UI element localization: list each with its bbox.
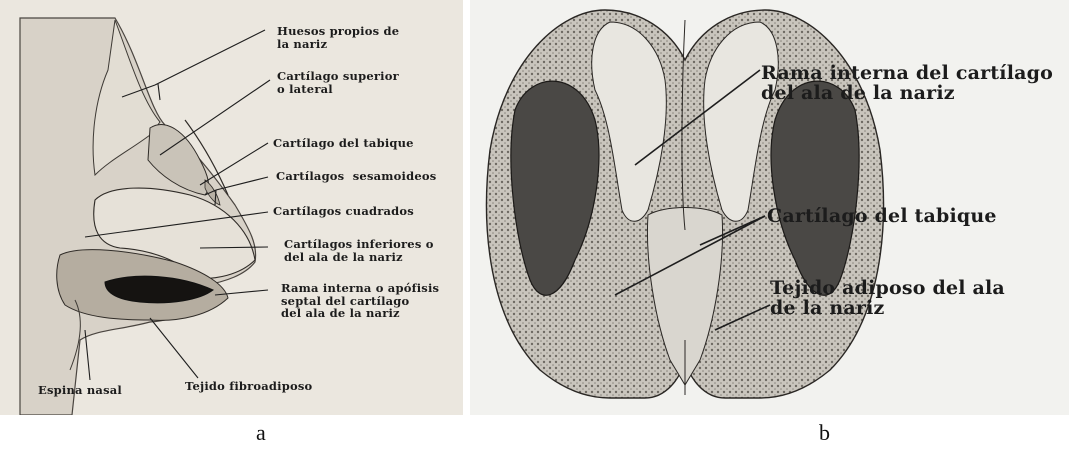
label-cartilagos-sesamoideos: Cartílagos sesamoideos (276, 170, 436, 183)
label-tejido-fibroadiposo: Tejido fibroadiposo (185, 380, 312, 393)
label-cartilago-tabique-b: Cartílago del tabique (767, 206, 997, 226)
label-rama-interna: Rama interna o apófisis septal del cartí… (281, 282, 439, 320)
caption-a: a (256, 420, 266, 446)
label-rama-interna-b: Rama interna del cartílago del ala de la… (761, 63, 1053, 103)
panel-b-inferior-nose: Rama interna del cartílago del ala de la… (470, 0, 1069, 415)
label-cartilagos-cuadrados: Cartílagos cuadrados (273, 205, 414, 218)
label-cartilago-tabique: Cartílago del tabique (273, 137, 414, 150)
label-cartilagos-inferiores: Cartílagos inferiores o del ala de la na… (284, 238, 434, 263)
label-cartilago-superior: Cartílago superior o lateral (277, 70, 399, 95)
label-huesos-propios: Huesos propios de la nariz (277, 25, 399, 50)
caption-b: b (819, 420, 830, 446)
label-tejido-adiposo-b: Tejido adiposo del ala de la nariz (770, 278, 1005, 318)
panel-a-lateral-nose: Huesos propios de la nariz Cartílago sup… (0, 0, 463, 415)
label-espina-nasal: Espina nasal (38, 384, 122, 397)
